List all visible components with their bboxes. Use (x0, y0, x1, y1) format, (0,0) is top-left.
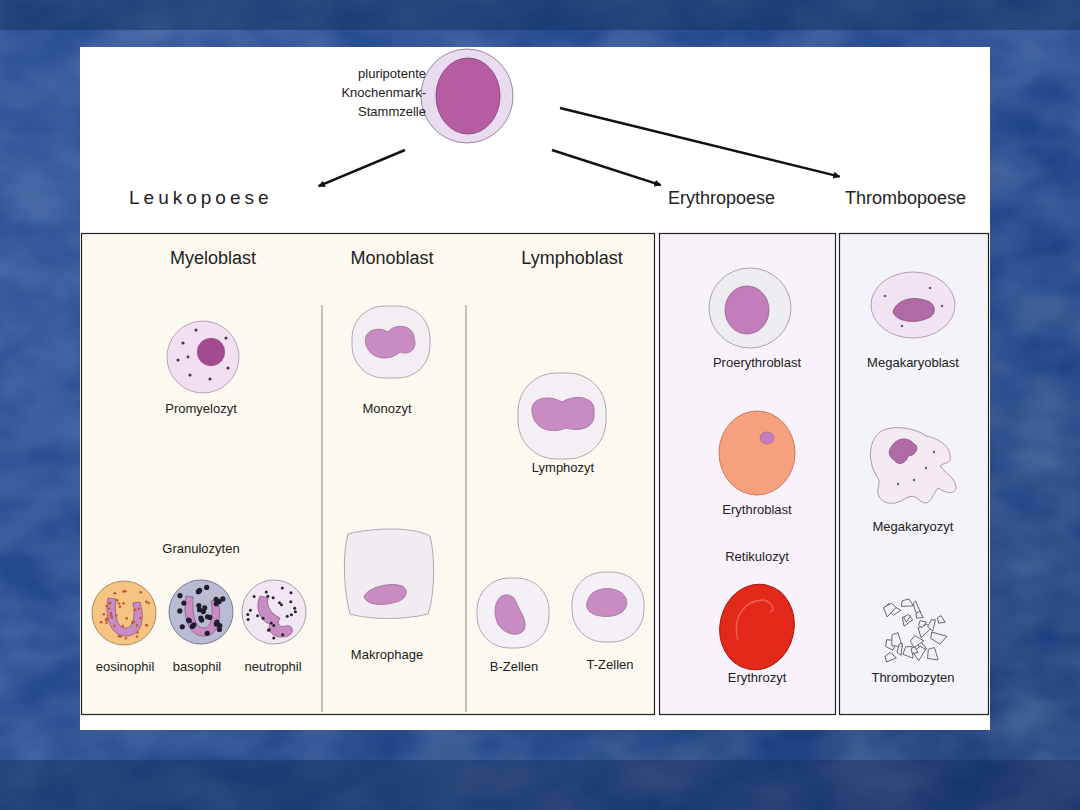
cell-caption: pluripotente Knochenmark-Stammzelle (330, 65, 426, 122)
cell-label: T-Zellen (587, 657, 634, 672)
lymphocyte-cell (518, 373, 606, 459)
lineage-panel: Erythropoese (659, 183, 836, 715)
thrombocyte-fragments (881, 598, 947, 663)
cell-label: Megakaryozyt (873, 519, 954, 534)
cell-label: Erythrozyt (728, 670, 787, 685)
cell-label: neutrophil (244, 659, 301, 674)
cell-label: Granulozyten (162, 541, 239, 556)
macrophage-cell (344, 529, 433, 619)
erythroblast-cell (719, 411, 795, 495)
basophil-cell (169, 580, 233, 644)
neutrophil-cell (242, 580, 306, 644)
cell-label: Megakaryoblast (867, 355, 959, 370)
megakaryoblast-cell (871, 272, 955, 338)
t-cell (572, 572, 644, 642)
stem-cell-node: pluripotente Knochenmark-Stammzelle (330, 50, 560, 150)
column-heading: Myeloblast (170, 248, 256, 269)
column-heading: Lymphoblast (521, 248, 622, 269)
cell-label: Thrombozyten (871, 670, 954, 685)
cell-label: Makrophage (351, 647, 423, 662)
lineage-heading: Leukopoese (129, 187, 273, 210)
top-band (0, 0, 1080, 30)
lineage-arrow (319, 150, 405, 186)
leukopoese-panel (82, 234, 655, 715)
lineage-heading: Thrombopoese (845, 188, 966, 210)
bottom-band (0, 760, 1080, 810)
cell-label: Lymphozyt (532, 460, 594, 475)
cell-label: Retikulozyt (725, 549, 789, 564)
cell-label: Promyelozyt (165, 401, 237, 416)
eosinophil-cell (92, 581, 156, 645)
column-heading: Monoblast (350, 248, 433, 269)
monocyte-cell (352, 306, 430, 378)
lineage-heading: Erythropoese (668, 188, 775, 210)
erythrocyte-cell (712, 577, 802, 677)
column-divider (322, 305, 323, 712)
cell-label: basophil (173, 659, 221, 674)
cell-label: B-Zellen (490, 659, 538, 674)
proerythroblast-cell (709, 268, 791, 348)
b-cell (477, 578, 549, 648)
lineage-arrow (552, 150, 661, 185)
erythropoese-panel (660, 234, 836, 715)
lineage-panel: Thrombopoese (839, 175, 989, 715)
stem-cell (421, 49, 513, 143)
column-divider (466, 305, 467, 712)
cell-label: Monozyt (362, 401, 411, 416)
megakaryocyte-cell (870, 428, 956, 504)
cell-label: Erythroblast (722, 502, 791, 517)
thrombopoese-panel (840, 234, 989, 715)
lineage-arrow (560, 108, 840, 177)
cell-label: eosinophil (96, 659, 155, 674)
cell-label: Proerythroblast (713, 355, 801, 370)
white-panel (80, 47, 990, 730)
promyelocyte-cell (167, 321, 239, 393)
